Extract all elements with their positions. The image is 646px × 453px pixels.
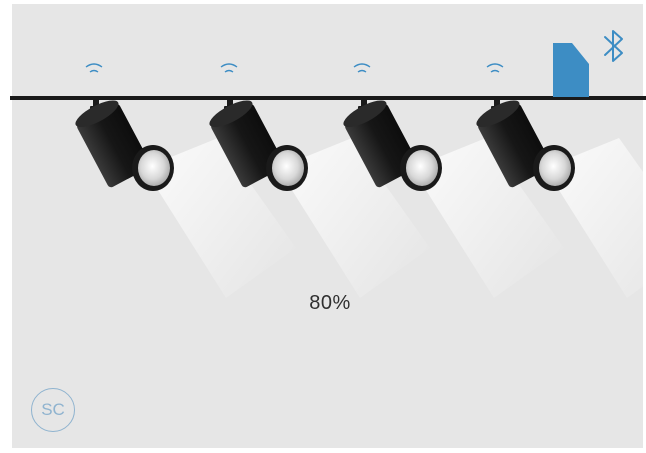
brightness-level: 80% xyxy=(280,292,380,315)
device-icon[interactable] xyxy=(552,42,590,98)
wifi-signal-icon xyxy=(217,60,241,78)
wifi-signal-icon xyxy=(350,60,374,78)
wifi-signal-icon xyxy=(483,60,507,78)
bluetooth-icon[interactable] xyxy=(600,26,628,66)
logo-text: SC xyxy=(41,400,65,420)
wifi-signal-icon xyxy=(82,60,106,78)
light-track xyxy=(10,96,646,100)
sc-logo: SC xyxy=(31,388,75,432)
